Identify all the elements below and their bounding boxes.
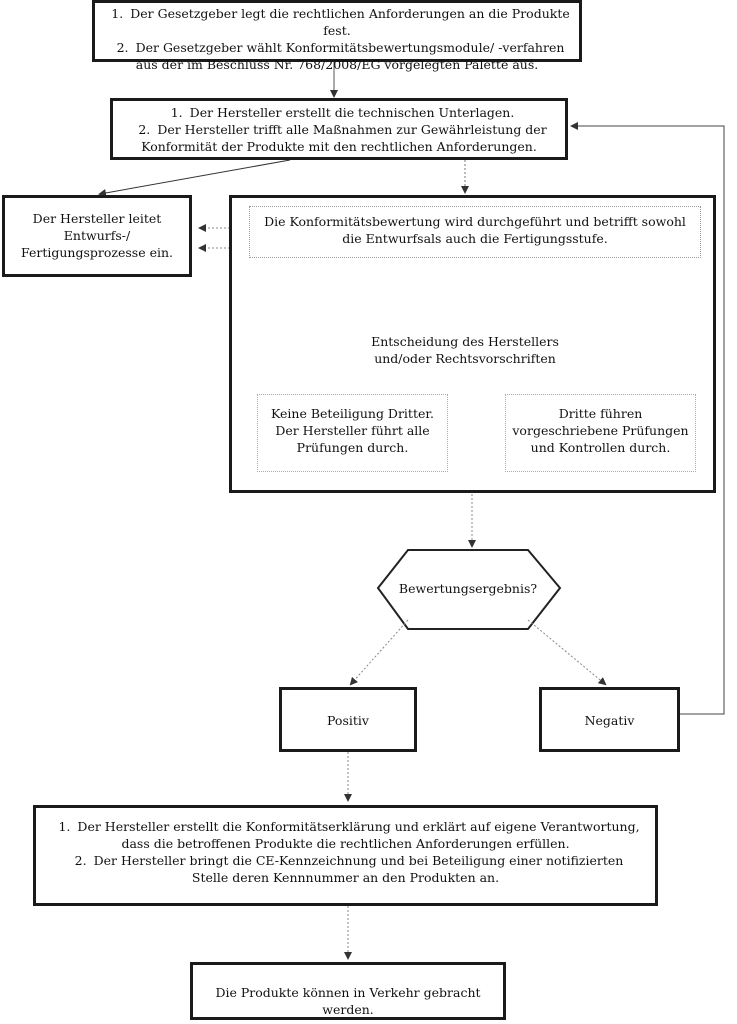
manufacturer-item-1: 1.Der Hersteller erstellt die technische… <box>170 105 515 120</box>
no-third-party-text: Keine Beteiligung Dritter. Der Herstelle… <box>271 406 434 455</box>
no-third-party-box: Keine Beteiligung Dritter. Der Herstelle… <box>257 394 448 472</box>
third-party-box: Dritte führen vorgeschriebene Prüfungen … <box>505 394 696 472</box>
final-box: Die Produkte können in Verkehr gebracht … <box>190 962 506 1020</box>
manufacturer-box: 1.Der Hersteller erstellt die technische… <box>110 98 568 160</box>
decision-label: Entscheidung des Herstellers und/oder Re… <box>371 334 559 366</box>
legislator-box: 1.Der Gesetzgeber legt die rechtlichen A… <box>92 0 582 72</box>
legislator-list: 1.Der Gesetzgeber legt die rechtlichen A… <box>101 5 573 73</box>
arrow-negative-loop <box>570 122 725 715</box>
arrow-box2-design <box>98 159 291 197</box>
third-party-text: Dritte führen vorgeschriebene Prüfungen … <box>512 406 689 455</box>
declaration-item-2: 2.Der Hersteller bringt die CE-Kennzeich… <box>74 853 624 885</box>
manufacturer-list: 1.Der Hersteller erstellt die technische… <box>121 104 557 155</box>
arrow-result-positive <box>349 619 409 686</box>
arrow-result-negative <box>527 619 607 686</box>
declaration-item-1: 1.Der Hersteller erstellt die Konformitä… <box>58 819 640 851</box>
design-process-text: Der Hersteller leitet Entwurfs-/ Fertigu… <box>20 211 173 260</box>
negative-label: Negativ <box>584 713 635 728</box>
assessment-title-box: Die Konformitätsbewertung wird durchgefü… <box>249 206 701 258</box>
negative-box: Negativ <box>539 687 680 752</box>
positive-box: Positiv <box>279 687 417 752</box>
result-label: Bewertungsergebnis? <box>398 581 538 596</box>
declaration-box: 1.Der Hersteller erstellt die Konformitä… <box>33 805 658 906</box>
legislator-item-1: 1.Der Gesetzgeber legt die rechtlichen A… <box>111 6 570 38</box>
declaration-list: 1.Der Hersteller erstellt die Konformitä… <box>48 818 643 886</box>
positive-label: Positiv <box>327 713 369 728</box>
final-text: Die Produkte können in Verkehr gebracht … <box>215 985 481 1017</box>
result-hexagon <box>376 549 562 630</box>
legislator-item-2: 2.Der Gesetzgeber wählt Konformitätsbewe… <box>116 40 565 72</box>
manufacturer-item-2: 2.Der Hersteller trifft alle Maßnahmen z… <box>138 122 547 154</box>
design-process-box: Der Hersteller leitet Entwurfs-/ Fertigu… <box>2 195 192 277</box>
assessment-title: Die Konformitätsbewertung wird durchgefü… <box>264 214 686 246</box>
